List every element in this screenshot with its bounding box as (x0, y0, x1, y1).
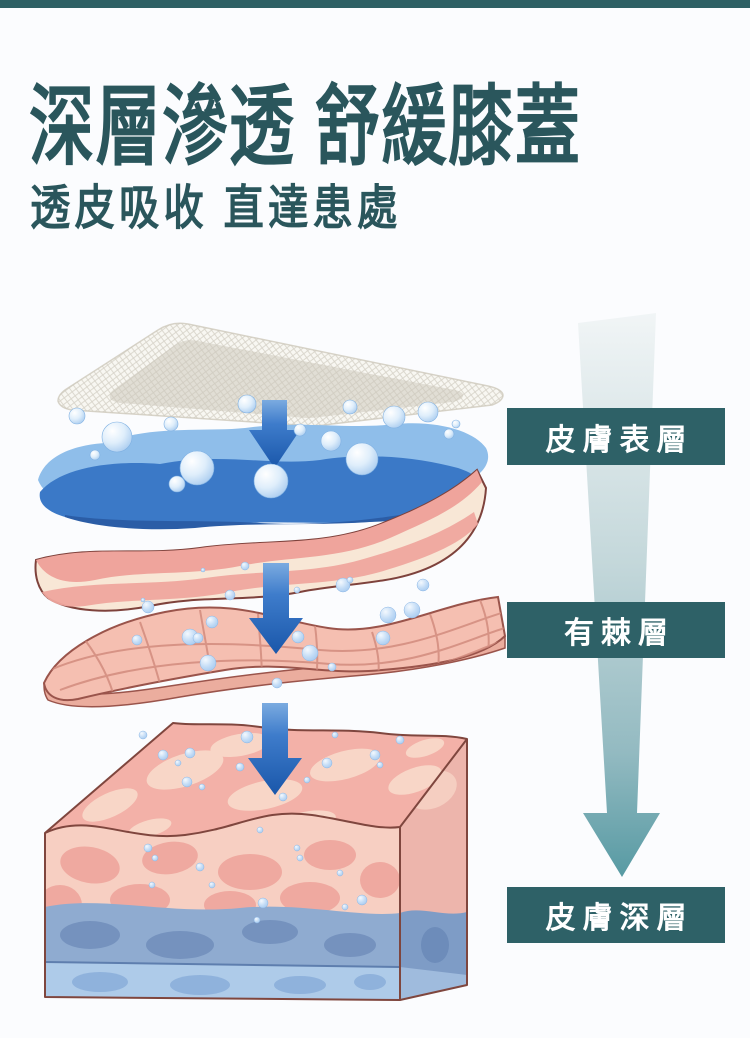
dermis-block (44, 722, 468, 1001)
depth-label-skin-surface: 皮膚表層 (507, 408, 725, 465)
top-accent-bar (0, 0, 750, 8)
epidermis-layer (34, 468, 488, 612)
page-title: 深層滲透 舒緩膝蓋 (29, 77, 582, 176)
gel-bubbles (68, 394, 461, 499)
penetration-arrow-middle (249, 563, 303, 654)
patch-layer (57, 322, 504, 427)
depth-label-spinous-layer: 有棘層 (507, 602, 725, 658)
dermis-droplets (138, 730, 405, 924)
depth-label-deep-skin: 皮膚深層 (507, 887, 725, 943)
penetration-arrow-top (249, 400, 300, 468)
penetration-arrow-bottom (248, 703, 302, 795)
page-subtitle: 透皮吸收 直達患處 (30, 182, 402, 235)
spinous-droplets (131, 561, 430, 689)
depth-arrow (578, 313, 660, 877)
